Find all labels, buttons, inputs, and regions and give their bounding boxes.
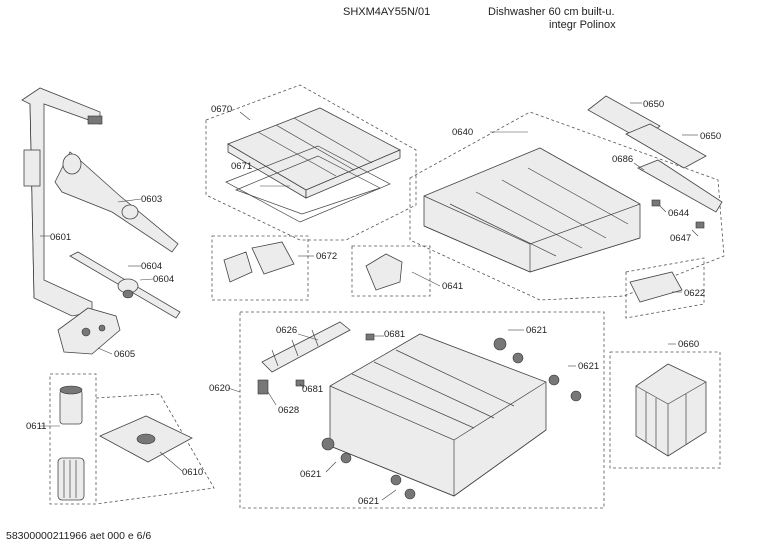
part-label-0670: 0670: [211, 104, 232, 115]
description-line-2: integr Polinox: [549, 19, 616, 31]
part-label-0681-upper: 0681: [384, 329, 405, 340]
part-label-0660: 0660: [678, 339, 699, 350]
part-label-0611: 0611: [26, 421, 46, 432]
part-label-0686: 0686: [612, 154, 633, 165]
cutlery-tray-group: [205, 84, 417, 301]
spray-pipe-assembly: [21, 87, 181, 355]
spray-leaders: [40, 198, 154, 355]
part-label-0620: 0620: [209, 383, 230, 394]
part-label-0610: 0610: [182, 467, 203, 478]
part-label-0626: 0626: [276, 325, 297, 336]
part-label-0650-lower: 0650: [700, 131, 721, 142]
part-label-0603: 0603: [141, 194, 162, 205]
part-label-0601: 0601: [50, 232, 71, 243]
part-label-0604-lower: 0604: [153, 274, 174, 285]
part-label-0621-bottom-left: 0621: [300, 469, 321, 480]
lower-basket-group: [227, 311, 605, 509]
part-label-0621-bottom: 0621: [358, 496, 379, 507]
part-label-0671: 0671: [231, 161, 252, 172]
document-code: 58300000211966 aet 000 e 6/6: [6, 530, 152, 542]
part-label-0640: 0640: [452, 127, 473, 138]
part-label-0604-upper: 0604: [141, 261, 162, 272]
part-label-0672: 0672: [316, 251, 337, 262]
part-label-0622: 0622: [684, 288, 705, 299]
part-label-0650-upper: 0650: [643, 99, 664, 110]
part-label-0621-right: 0621: [578, 361, 599, 372]
part-label-0605: 0605: [114, 349, 135, 360]
upper-basket-group: [351, 95, 725, 319]
part-label-0621-top: 0621: [526, 325, 547, 336]
model-number: SHXM4AY55N/01: [343, 6, 431, 18]
part-label-0647: 0647: [670, 233, 691, 244]
filter-assembly: [40, 373, 215, 505]
description-line-1: Dishwasher 60 cm built-u.: [488, 6, 615, 18]
part-label-0641: 0641: [442, 281, 463, 292]
part-label-0644: 0644: [668, 208, 689, 219]
cutlery-basket-group: [609, 343, 721, 469]
part-label-0681-lower: 0681: [302, 384, 323, 395]
part-label-0628: 0628: [278, 405, 299, 416]
